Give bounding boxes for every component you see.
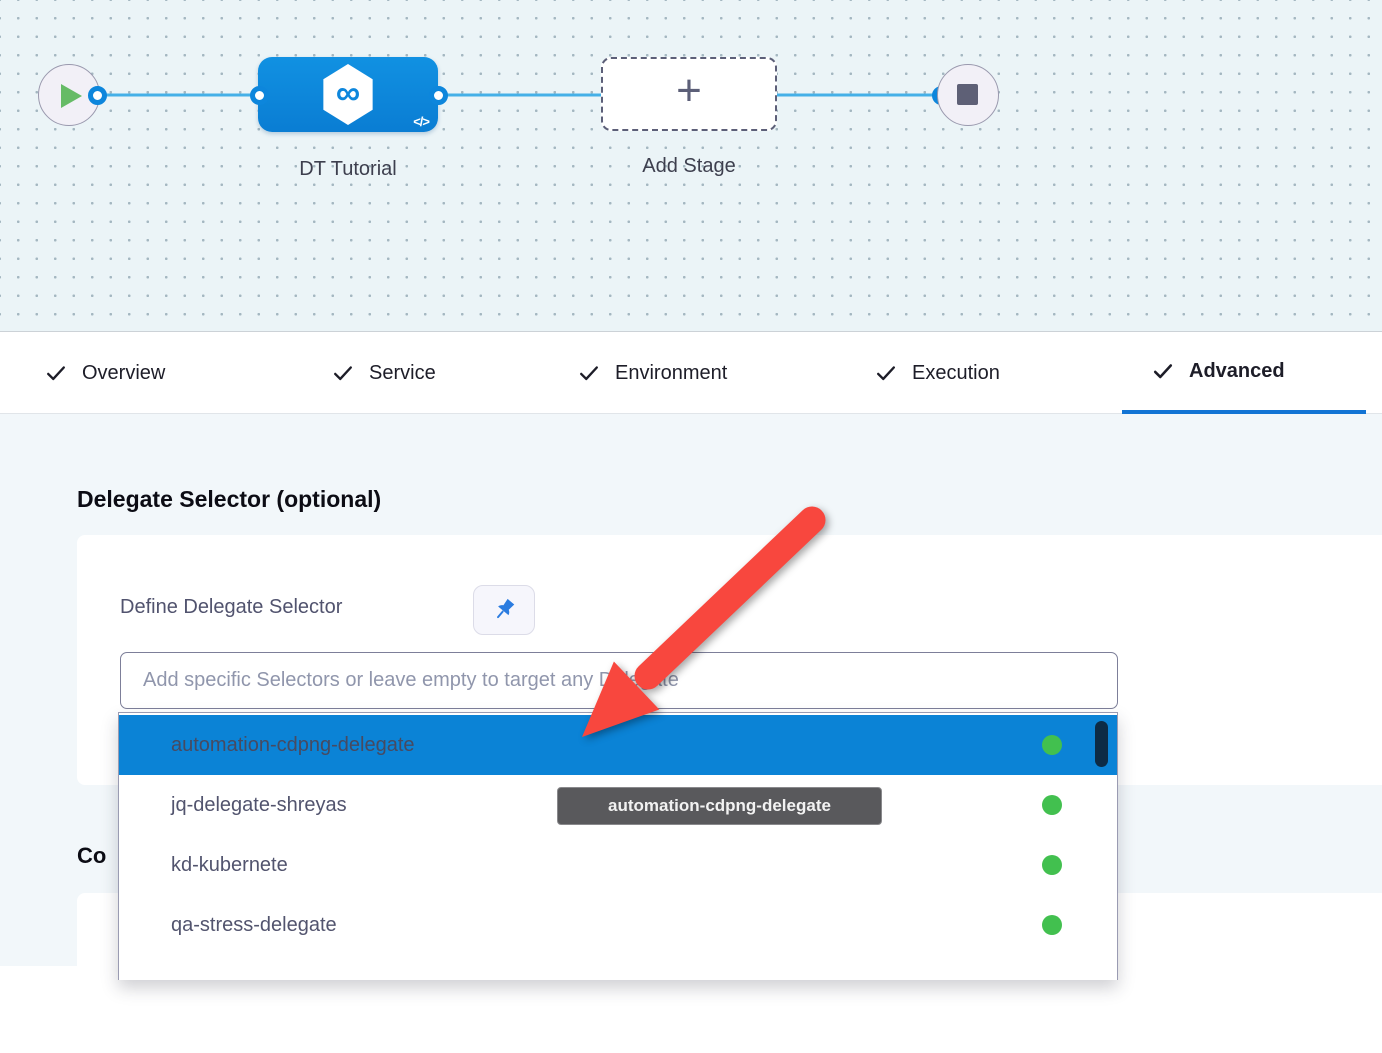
check-icon bbox=[47, 366, 65, 381]
pipeline-edges bbox=[100, 93, 941, 97]
delegate-dropdown: automation-cdpng-delegate jq-delegate-sh… bbox=[118, 712, 1118, 980]
stage-name-label: DT Tutorial bbox=[299, 158, 397, 180]
tab-advanced[interactable]: Advanced bbox=[1122, 332, 1366, 414]
code-icon[interactable]: </> bbox=[413, 114, 430, 129]
pipeline-canvas: ∞ </> DT Tutorial + Add Stage bbox=[0, 0, 1382, 331]
dropdown-item[interactable]: automation-cdpng-delegate bbox=[119, 715, 1117, 775]
pushpin-icon bbox=[497, 598, 515, 619]
tab-label: Advanced bbox=[1189, 359, 1285, 382]
pin-input-type-button[interactable] bbox=[473, 585, 535, 635]
check-icon bbox=[1153, 364, 1173, 379]
tab-label: Execution bbox=[912, 361, 1000, 384]
play-icon bbox=[61, 84, 82, 108]
delegate-selector-heading: Delegate Selector (optional) bbox=[77, 486, 382, 512]
define-delegate-selector-label: Define Delegate Selector bbox=[120, 596, 343, 618]
add-stage-button[interactable]: + bbox=[601, 57, 777, 131]
check-icon bbox=[877, 366, 895, 381]
connector-dot[interactable] bbox=[250, 86, 269, 105]
plus-icon: + bbox=[676, 66, 702, 115]
tab-overview[interactable]: Overview bbox=[15, 332, 195, 414]
clipped-section-heading: Co bbox=[77, 843, 107, 868]
advanced-tab-panel: Delegate Selector (optional) Define Dele… bbox=[0, 414, 1382, 1053]
dropdown-item[interactable]: kd-kubernete bbox=[119, 835, 1117, 895]
stage-node-dt-tutorial[interactable]: ∞ </> bbox=[258, 57, 438, 132]
stage-tabbar: Overview Service Environment Execution A… bbox=[0, 331, 1382, 414]
delegate-name-tooltip: automation-cdpng-delegate bbox=[557, 787, 882, 825]
delegate-selector-input[interactable] bbox=[120, 652, 1118, 709]
delegate-connected-dot bbox=[1042, 855, 1062, 875]
connector-dot[interactable] bbox=[429, 86, 448, 105]
tab-service[interactable]: Service bbox=[302, 332, 466, 414]
dropdown-scrollbar[interactable] bbox=[1095, 721, 1108, 767]
delegate-connected-dot bbox=[1042, 915, 1062, 935]
add-stage-label: Add Stage bbox=[642, 155, 736, 177]
tab-label: Environment bbox=[615, 361, 728, 384]
check-icon bbox=[580, 366, 598, 381]
pipeline-end-node bbox=[937, 64, 999, 126]
harness-cd-stage-icon: ∞ bbox=[323, 64, 373, 125]
tab-execution[interactable]: Execution bbox=[845, 332, 1030, 414]
tab-label: Overview bbox=[82, 361, 166, 384]
tab-environment[interactable]: Environment bbox=[548, 332, 757, 414]
dropdown-item[interactable]: jq-delegate-shreyas bbox=[119, 775, 1117, 835]
tab-label: Service bbox=[369, 361, 436, 384]
dropdown-item[interactable]: qa-stress-delegate bbox=[119, 895, 1117, 955]
connector-dot[interactable] bbox=[88, 86, 107, 105]
delegate-connected-dot bbox=[1042, 735, 1062, 755]
delegate-connected-dot bbox=[1042, 795, 1062, 815]
check-icon bbox=[334, 366, 352, 381]
stop-icon bbox=[957, 84, 978, 105]
